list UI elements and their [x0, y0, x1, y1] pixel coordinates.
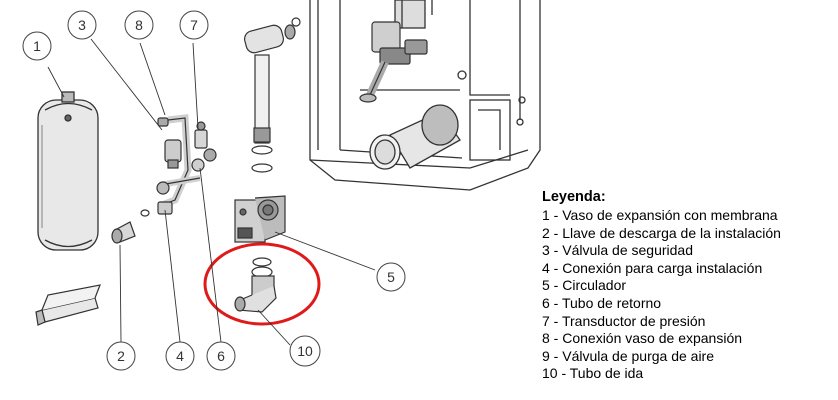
legend-item: 5 - Circulador: [542, 277, 627, 294]
burner-tube: [369, 104, 461, 170]
legend-list: 1 - Vaso de expansión con membrana 2 - L…: [542, 207, 834, 383]
internal-valve-assembly: [359, 21, 428, 103]
legend-title: Leyenda:: [542, 189, 606, 205]
expansion-vessel: [37, 91, 99, 251]
boiler-housing: [309, 0, 541, 191]
legend-item: 8 - Conexión vaso de expansión: [542, 330, 743, 347]
callout-circle-6: [206, 341, 236, 371]
mounting-bracket: [35, 284, 101, 326]
vertical-pipe: [243, 17, 301, 173]
callout-number-1: 1: [33, 38, 41, 54]
legend-item: 4 - Conexión para carga instalación: [542, 259, 763, 276]
legend-item: 1 - Vaso de expansión con membrana: [542, 207, 778, 223]
circulator-pump: [234, 195, 286, 267]
callout-circle-1: [22, 31, 52, 61]
legend-item: 9 - Válvula de purga de aire: [542, 347, 714, 364]
legend-item: 3 - Válvula de seguridad: [542, 242, 693, 259]
callout-number-5: 5: [387, 269, 395, 285]
legend-item: 7 - Transductor de presión: [542, 312, 706, 329]
valve-and-connector-parts: [140, 114, 217, 217]
callout-circle-10: [289, 335, 321, 367]
highlight-circle: [203, 242, 321, 326]
callout-circles: [22, 10, 406, 371]
callout-circle-2: [106, 341, 136, 371]
legend-item: 6 - Tubo de retorno: [542, 294, 662, 311]
discharge-tap: [111, 221, 136, 244]
callout-circle-7: [179, 10, 209, 40]
callout-numbers: 1 2 3 4 5 6 7 8 10: [33, 17, 395, 364]
callout-circle-4: [165, 341, 195, 371]
callout-circle-5: [376, 262, 406, 292]
legend-item: 10 - Tubo de ida: [542, 365, 644, 382]
legend: Leyenda: 1 - Vaso de expansión con membr…: [542, 188, 834, 383]
callout-number-10: 10: [297, 343, 313, 359]
flow-pipe-elbow: [234, 266, 277, 313]
callout-number-4: 4: [176, 348, 184, 364]
callout-number-6: 6: [217, 348, 225, 364]
callout-number-7: 7: [190, 17, 198, 33]
legend-item: 2 - Llave de descarga de la instalación: [542, 224, 781, 241]
leader-lines: [47, 38, 376, 346]
callout-number-3: 3: [78, 17, 86, 33]
callout-circle-3: [67, 10, 97, 40]
callout-number-8: 8: [135, 17, 143, 33]
callout-number-2: 2: [117, 348, 125, 364]
callout-circle-8: [124, 10, 154, 40]
